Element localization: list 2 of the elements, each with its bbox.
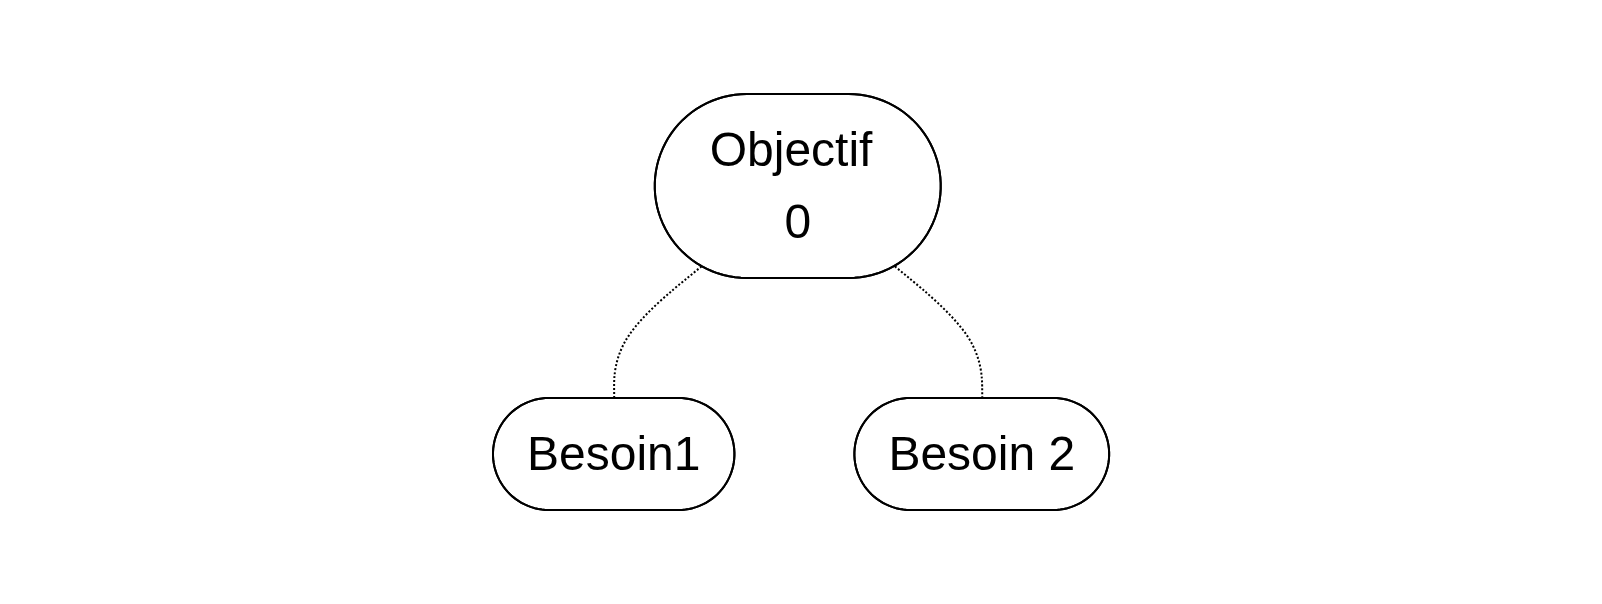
connector bbox=[893, 265, 984, 400]
connector bbox=[613, 265, 703, 400]
